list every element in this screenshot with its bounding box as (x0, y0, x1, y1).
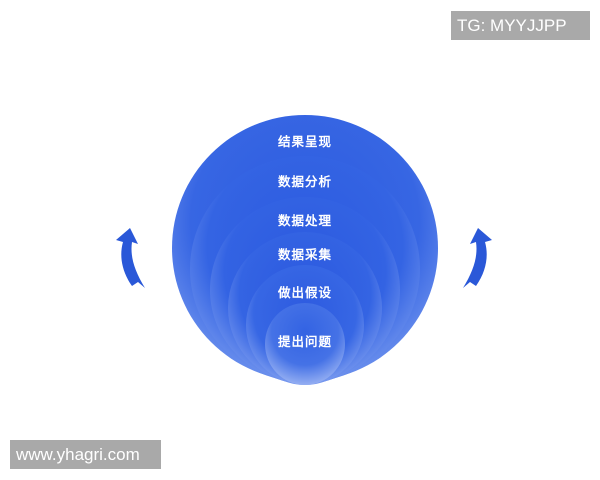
curved-up-arrow-right-icon (463, 228, 492, 288)
label-data-collection: 数据采集 (277, 247, 332, 262)
label-raise-question: 提出问题 (277, 334, 332, 349)
label-data-processing: 数据处理 (277, 213, 332, 228)
layer-6-inner (265, 303, 345, 385)
label-make-hypothesis: 做出假设 (277, 285, 332, 300)
curved-up-arrow-left-icon (116, 228, 145, 288)
label-result-presentation: 结果呈现 (277, 134, 332, 149)
watermark-bottom: www.yhagri.com (10, 440, 161, 469)
label-data-analysis: 数据分析 (277, 174, 332, 189)
watermark-top: TG: MYYJJPP (451, 11, 590, 40)
